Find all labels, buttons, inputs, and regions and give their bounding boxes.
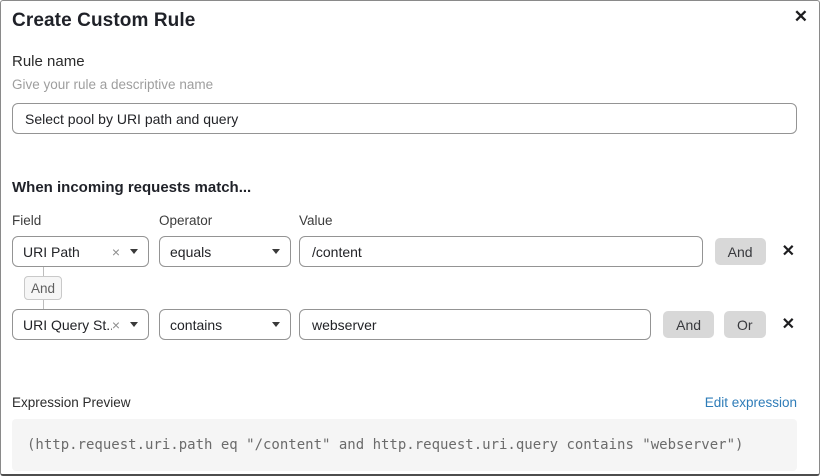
rule-name-input[interactable] — [12, 103, 797, 134]
chevron-down-icon — [130, 322, 138, 327]
rule-name-section: Rule name Give your rule a descriptive n… — [12, 53, 797, 134]
rule-name-label: Rule name — [12, 53, 85, 70]
field-select-value: URI Path — [23, 243, 80, 260]
connector-badge: And — [24, 276, 62, 300]
operator-select[interactable]: equals — [159, 236, 291, 267]
edit-expression-link[interactable]: Edit expression — [704, 395, 797, 410]
connector-line — [42, 267, 44, 276]
column-labels: Field Operator Value — [12, 213, 797, 228]
field-column-label: Field — [12, 213, 42, 228]
operator-select-value: contains — [170, 316, 223, 333]
and-button[interactable]: And — [714, 238, 766, 265]
chevron-down-icon — [272, 322, 280, 327]
value-input[interactable] — [299, 309, 652, 340]
field-select-value: URI Query St... — [23, 316, 112, 333]
and-button[interactable]: And — [663, 311, 715, 338]
clear-selection-icon[interactable]: × — [111, 316, 120, 333]
value-column-label: Value — [299, 213, 333, 228]
condition-row-1: URI Path × equals And ✕ — [12, 236, 797, 267]
rule-name-helper: Give your rule a descriptive name — [12, 77, 214, 92]
dialog-title: Create Custom Rule — [12, 10, 196, 31]
chevron-down-icon — [130, 249, 138, 254]
expression-code: (http.request.uri.path eq "/content" and… — [12, 419, 797, 471]
match-heading: When incoming requests match... — [12, 179, 252, 196]
chevron-down-icon — [272, 249, 280, 254]
connector-line — [42, 300, 44, 309]
field-select[interactable]: URI Path × — [12, 236, 149, 267]
close-icon[interactable]: ✕ — [793, 7, 808, 26]
expression-header: Expression Preview Edit expression — [12, 395, 797, 410]
or-button[interactable]: Or — [724, 311, 766, 338]
operator-select-value: equals — [170, 243, 212, 260]
delete-row-icon[interactable]: ✕ — [781, 315, 795, 333]
row-connector: And — [24, 267, 62, 309]
operator-column-label: Operator — [159, 213, 213, 228]
delete-row-icon[interactable]: ✕ — [781, 242, 795, 260]
value-input[interactable] — [299, 236, 703, 267]
expression-preview-label: Expression Preview — [12, 395, 131, 410]
operator-select[interactable]: contains — [159, 309, 291, 340]
field-select[interactable]: URI Query St... × — [12, 309, 149, 340]
clear-selection-icon[interactable]: × — [111, 243, 120, 260]
condition-row-2: URI Query St... × contains And Or ✕ — [12, 309, 797, 340]
